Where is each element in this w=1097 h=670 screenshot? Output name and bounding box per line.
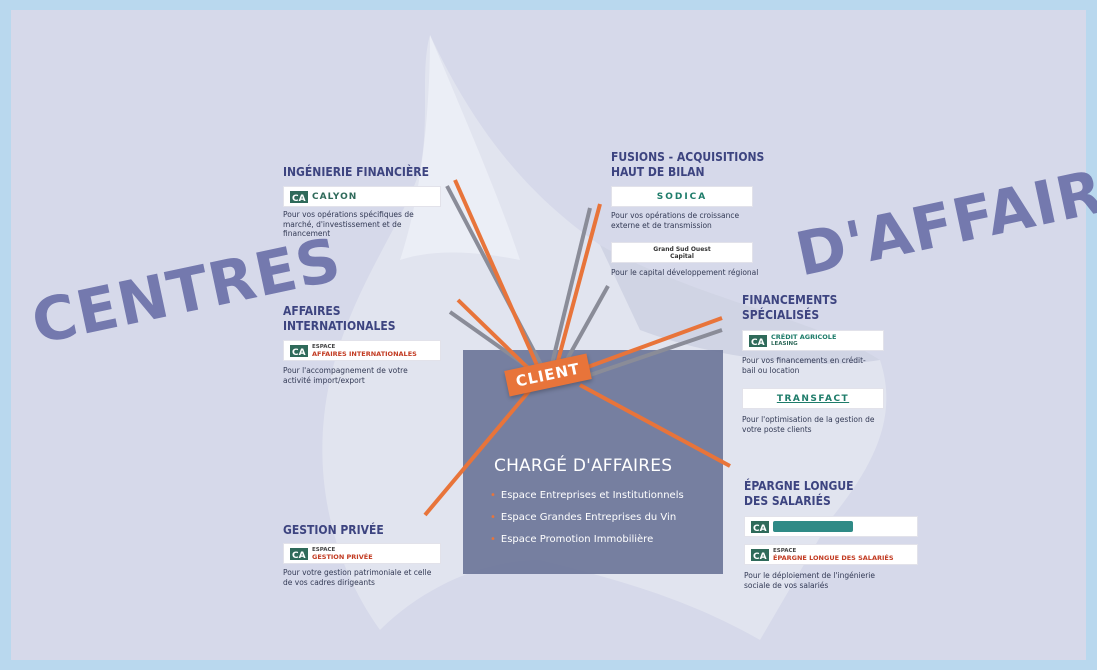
heading-financements-2: SPÉCIALISÉS — [742, 308, 820, 322]
svg-text:CA: CA — [753, 524, 767, 533]
epargne-banner-icon — [773, 521, 853, 532]
logo-leasing-label: CRÉDIT AGRICOLE — [771, 332, 837, 341]
logo-affaires-label: AFFAIRES INTERNATIONALES — [312, 349, 417, 358]
line-orange-ingenierie — [453, 179, 542, 373]
logo-gestion-privee: CA ESPACE GESTION PRIVÉE — [283, 543, 441, 564]
logo-calyon: CA CALYON — [283, 186, 441, 207]
svg-text:CA: CA — [292, 551, 306, 560]
heading-ingenierie-financiere: INGÉNIERIE FINANCIÈRE — [283, 165, 429, 179]
heading-gestion-privee: GESTION PRIVÉE — [283, 523, 384, 537]
center-item-2-label: Espace Grandes Entreprises du Vin — [500, 512, 677, 523]
heading-affaires-1: AFFAIRES — [283, 304, 341, 318]
svg-text:CA: CA — [292, 194, 306, 203]
logo-transfact: TRANSFACT — [742, 388, 884, 409]
charge-affaires-box — [463, 350, 723, 574]
logo-sodica-label: SODICA — [656, 191, 708, 202]
desc-fusions-1: Pour vos opérations de croissance extern… — [611, 211, 740, 230]
desc-financements-1: Pour vos financements en crédit-bail ou … — [742, 356, 866, 375]
logo-epargne-small: ESPACE — [773, 547, 797, 554]
credit-agricole-logo-icon: CA — [290, 344, 308, 357]
logo-epargne-label: ÉPARGNE LONGUE DES SALARIÉS — [773, 553, 894, 562]
center-item-2: • Espace Grandes Entreprises du Vin — [490, 512, 676, 523]
logo-grand-sud-ouest: Grand Sud Ouest Capital — [611, 242, 753, 263]
heading-epargne-2: DES SALARIÉS — [744, 494, 831, 508]
svg-text:CA: CA — [753, 552, 767, 561]
line-orange-financements — [584, 316, 723, 370]
logo-sodica: SODICA — [611, 186, 753, 207]
center-item-1-label: Espace Entreprises et Institutionnels — [500, 490, 684, 501]
line-orange-epargne — [579, 383, 731, 468]
logo-epargne-text: ESPACE ÉPARGNE LONGUE DES SALARIÉS — [773, 548, 894, 562]
logo-gestion-label: GESTION PRIVÉE — [312, 552, 373, 561]
logo-affaires-small: ESPACE — [312, 343, 336, 350]
bullet-icon: • — [490, 490, 496, 501]
svg-text:CA: CA — [292, 348, 306, 357]
logo-affaires-internationales: CA ESPACE AFFAIRES INTERNATIONALES — [283, 340, 441, 361]
desc-epargne: Pour le déploiement de l'ingénierie soci… — [744, 571, 876, 590]
svg-text:CA: CA — [751, 338, 765, 347]
credit-agricole-logo-icon: CA — [751, 520, 769, 533]
logo-transfact-label: TRANSFACT — [776, 393, 850, 404]
logo-grand-sud-ouest-label: Grand Sud Ouest Capital — [653, 245, 711, 260]
desc-fusions-2: Pour le capital développement régional — [611, 268, 759, 277]
desc-gestion: Pour votre gestion patrimoniale et celle… — [283, 568, 432, 587]
heading-financements-1: FINANCEMENTS — [742, 293, 838, 307]
logo-epargne-1: CA — [744, 516, 918, 537]
credit-agricole-logo-icon: CA — [290, 190, 308, 203]
credit-agricole-logo-icon: CA — [751, 548, 769, 561]
heading-epargne-1: ÉPARGNE LONGUE — [744, 479, 854, 493]
credit-agricole-logo-icon: CA — [290, 547, 308, 560]
logo-affaires-text: ESPACE AFFAIRES INTERNATIONALES — [312, 344, 417, 358]
line-gray-fusions-1 — [548, 207, 592, 373]
logo-leasing-sub: LEASING — [771, 340, 798, 347]
center-item-3: • Espace Promotion Immobilière — [490, 534, 653, 545]
line-gray-ingenierie — [445, 185, 547, 373]
line-orange-gestion — [423, 388, 532, 517]
logo-credit-agricole-leasing: CA CRÉDIT AGRICOLE LEASING — [742, 330, 884, 351]
logo-gestion-small: ESPACE — [312, 546, 336, 553]
logo-epargne-2: CA ESPACE ÉPARGNE LONGUE DES SALARIÉS — [744, 544, 918, 565]
bullet-icon: • — [490, 534, 496, 545]
credit-agricole-logo-icon: CA — [749, 334, 767, 347]
center-item-1: • Espace Entreprises et Institutionnels — [490, 490, 684, 501]
line-orange-affaires — [456, 298, 532, 372]
logo-leasing-text: CRÉDIT AGRICOLE LEASING — [771, 332, 837, 348]
line-orange-fusions-1 — [553, 203, 602, 373]
desc-affaires: Pour l'accompagnement de votre activité … — [283, 366, 408, 385]
heading-fusions-1: FUSIONS - ACQUISITIONS — [611, 150, 765, 164]
desc-financements-2: Pour l'optimisation de la gestion de vot… — [742, 415, 875, 434]
charge-affaires-title: CHARGÉ D'AFFAIRES — [494, 456, 673, 476]
bullet-icon: • — [490, 512, 496, 523]
heading-fusions-2: HAUT DE BILAN — [611, 165, 705, 179]
desc-ingenierie: Pour vos opérations spécifiques de march… — [283, 210, 414, 238]
center-item-3-label: Espace Promotion Immobilière — [500, 534, 654, 545]
line-gray-financements — [589, 328, 723, 377]
logo-gestion-text: ESPACE GESTION PRIVÉE — [312, 547, 373, 561]
logo-calyon-label: CALYON — [312, 191, 358, 202]
heading-affaires-2: INTERNATIONALES — [283, 319, 396, 333]
